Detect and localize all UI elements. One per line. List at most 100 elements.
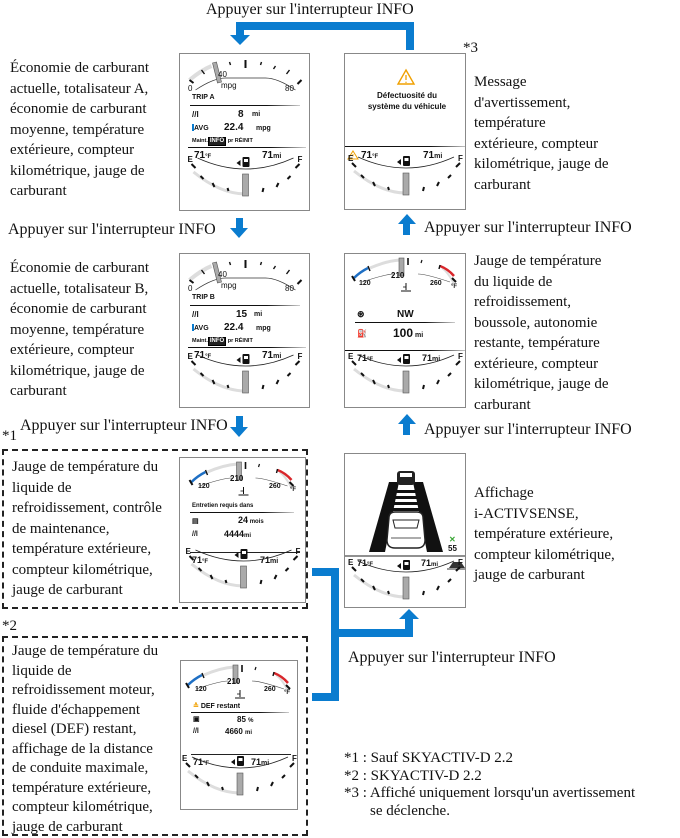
fuel-gauge-needle (402, 172, 410, 196)
fuel-gauge-tick (351, 360, 357, 366)
arrow-up-head (399, 609, 419, 619)
fuel-full-label: F (458, 352, 463, 361)
footnote-2: *2 : SKYACTIV-D 2.2 (344, 767, 482, 784)
coolant-gauge-tick (351, 275, 356, 282)
mpg-gauge-tick (200, 69, 206, 75)
coolant-cold-zone (353, 266, 369, 279)
coolant-gauge-max: 260 (264, 686, 276, 693)
fuel-gauge-tick (211, 182, 216, 188)
def-pct: 85 % (237, 715, 254, 724)
mpg-gauge-mid: 40 (218, 70, 227, 79)
fuel-empty-label: E (188, 155, 194, 164)
fuel-empty-label: E (182, 754, 188, 763)
maint-title: Entretien requis dans (192, 503, 254, 509)
avg-value: 22.4 (224, 322, 244, 333)
coolant-gauge-band (203, 665, 235, 677)
mpg-gauge (188, 60, 303, 91)
bracket-arrow-horizontal (331, 629, 413, 637)
fuel-gauge-arc (197, 157, 294, 170)
mpg-gauge-min: 0 (188, 284, 193, 293)
trip-icon: //l (192, 310, 199, 319)
coolant-gauge-mid: 210 (230, 474, 244, 483)
lane-road-graphic (369, 482, 443, 552)
fuel-gauge-tick (372, 181, 376, 187)
desc-line: Message (474, 74, 527, 90)
loop-arrow-top-left-vertical (236, 22, 244, 36)
fuel-gauge-tick (387, 384, 390, 389)
desc-line: restante, température (474, 335, 600, 351)
fuel-full-label: F (298, 352, 303, 361)
fuel-gauge-tick (185, 762, 191, 768)
fuel-gauge-tick (199, 175, 205, 180)
desc-line: jauge de carburant (474, 567, 585, 583)
avg-value: 22.4 (224, 122, 244, 133)
mpg-gauge-max: 80 (285, 84, 294, 93)
fuel-pump-icon (231, 756, 244, 766)
desc-line: carburant (474, 396, 531, 413)
mpg-gauge-max: 80 (285, 284, 294, 293)
coolant-temp-icon (238, 487, 249, 496)
fuel-pump-icon (234, 549, 248, 559)
fuel-gauge-tick (206, 781, 210, 787)
fuel-gauge-tick (422, 186, 425, 192)
compass-heading: NW (397, 309, 414, 320)
screen-def: 210 120 260 °F ≙ DEF restant ▣ 85 % //l … (180, 660, 298, 810)
fuel-gauge-tick (281, 774, 286, 779)
desc-line: extérieure, compteur (474, 355, 599, 372)
trip-label: TRIP B (192, 294, 215, 301)
flow-label-3: Appuyer sur l'interrupteur INFO (424, 219, 632, 236)
desc-line: extérieure, compteur (10, 342, 135, 358)
mpg-gauge-tick (200, 269, 206, 275)
fuel-gauge-arc (357, 156, 455, 169)
arrow-down-head (230, 427, 248, 437)
outside-temp: 71°F (193, 757, 210, 767)
coolant-cold-zone (187, 673, 203, 686)
own-vehicle-icon (386, 511, 426, 549)
fuel-gauge-tick (387, 186, 390, 191)
coolant-gauge-band (206, 462, 238, 474)
avg-label: AVG (192, 124, 209, 132)
footnote-3-cont: se déclenche. (370, 802, 450, 819)
fuel-gauge-tick (259, 579, 263, 585)
desc-line: jauge de carburant (12, 818, 123, 835)
desc-line: boussole, autonomie (474, 314, 598, 331)
fuel-gauge-arc (357, 560, 455, 573)
mpg-gauge-needle (212, 261, 222, 284)
desc-line: extérieure, compteur (10, 142, 135, 158)
fuel-gauge-tick (351, 162, 357, 168)
arrow-up-head (398, 414, 416, 424)
desc-line: température extérieure, (12, 779, 152, 796)
coolant-gauge-tick (272, 671, 275, 677)
coolant-hot-zone (277, 468, 293, 481)
mpg-gauge-tick (188, 79, 195, 84)
flow-label-top: Appuyer sur l'interrupteur INFO (206, 1, 414, 18)
fuel-gauge-tick (294, 163, 301, 169)
desc-line: de maintenance, (12, 520, 110, 537)
screen-trip-a: 40 0 80 mpg TRIP A //l 8 mi AVG 22.4 mpg… (179, 53, 310, 211)
desc-line: économie de carburant (10, 101, 147, 117)
bracket-arrow-up-shaft (405, 618, 413, 637)
fuel-gauge-tick (292, 555, 299, 561)
arrow-up-shaft (403, 223, 410, 235)
coolant-gauge-needle (232, 664, 239, 684)
svg-text:✕: ✕ (449, 535, 456, 544)
fuel-gauge-tick (221, 786, 224, 791)
fuel-gauge-tick (289, 762, 295, 768)
desc-line: refroidissement moteur, (12, 682, 155, 698)
fuel-gauge-tick (447, 578, 452, 583)
fuel-gauge-needle (236, 772, 244, 796)
odometer: 71mi (262, 350, 282, 361)
coolant-gauge-min: 120 (195, 686, 207, 693)
fuel-pump-icon: ⛽ (357, 329, 367, 338)
mpg-gauge-fill (188, 64, 213, 82)
distance-icon: //l (192, 531, 198, 538)
def-icon: ≙ (193, 703, 199, 710)
